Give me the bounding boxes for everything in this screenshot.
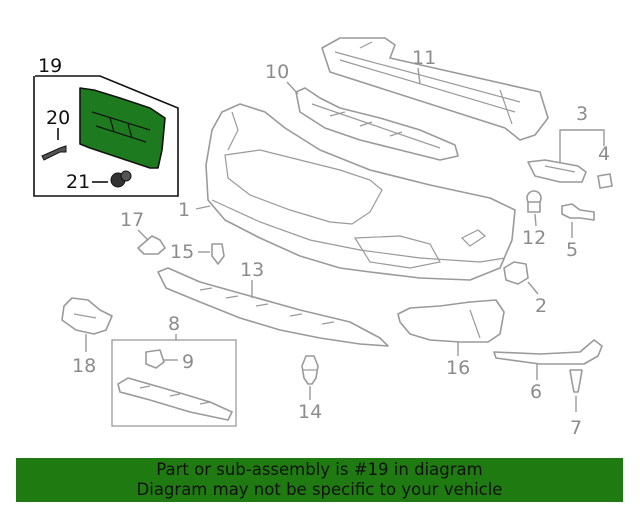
info-banner: Part or sub-assembly is #19 in diagram D… <box>16 458 623 502</box>
label-12: 12 <box>522 227 546 249</box>
leader-11 <box>417 67 421 85</box>
label-15: 15 <box>170 241 194 263</box>
label-6: 6 <box>530 381 542 403</box>
part-8-box <box>111 339 237 427</box>
part-10-absorber <box>295 87 459 161</box>
part-14-push-pin <box>301 355 319 385</box>
label-18: 18 <box>72 355 96 377</box>
label-19: 19 <box>38 55 62 77</box>
part-9-clip <box>145 349 165 369</box>
parts-diagram: 11 10 1 3 4 12 5 2 <box>33 37 613 439</box>
label-4: 4 <box>598 143 610 165</box>
label-9: 9 <box>182 351 194 373</box>
leader-2 <box>527 281 539 295</box>
part-7-screw <box>569 369 583 393</box>
banner-line-2: Diagram may not be specific to your vehi… <box>136 480 503 499</box>
label-8: 8 <box>168 313 180 335</box>
part-8-lower-cover <box>117 377 233 421</box>
part-21-nut <box>110 170 132 188</box>
part-1-bumper-cover <box>205 103 516 281</box>
label-11: 11 <box>412 47 436 69</box>
leader-10 <box>286 81 299 95</box>
banner-line-1: Part or sub-assembly is #19 in diagram <box>156 460 483 479</box>
leader-17 <box>137 229 149 241</box>
part-2-sensor-holder <box>503 261 529 285</box>
part-6-strip <box>493 339 603 365</box>
part-5-bolt <box>561 203 595 221</box>
label-2: 2 <box>535 295 547 317</box>
label-14: 14 <box>298 401 322 423</box>
leader-12 <box>534 213 537 227</box>
part-19-box <box>33 75 179 197</box>
label-5: 5 <box>566 239 578 261</box>
label-21: 21 <box>66 171 90 193</box>
label-10: 10 <box>265 61 289 83</box>
part-19-license-bracket <box>79 87 166 169</box>
label-17: 17 <box>120 209 144 231</box>
leader-3 <box>559 129 605 164</box>
part-4-clip <box>597 173 613 189</box>
part-16-panel <box>397 299 505 343</box>
part-17-clip <box>137 235 166 255</box>
part-3-sensor-bracket <box>527 159 587 183</box>
label-20: 20 <box>46 107 70 129</box>
label-16: 16 <box>446 357 470 379</box>
part-15-fastener <box>211 243 225 265</box>
label-1: 1 <box>178 199 190 221</box>
leader-1 <box>195 205 211 210</box>
label-13: 13 <box>240 259 264 281</box>
part-12-sensor <box>526 190 542 213</box>
part-13-deflector <box>157 267 389 347</box>
part-20-screw <box>41 145 67 161</box>
part-18-bracket <box>61 297 113 335</box>
part-11-reinforcement <box>321 37 549 141</box>
label-7: 7 <box>570 417 582 439</box>
label-3: 3 <box>576 103 588 125</box>
